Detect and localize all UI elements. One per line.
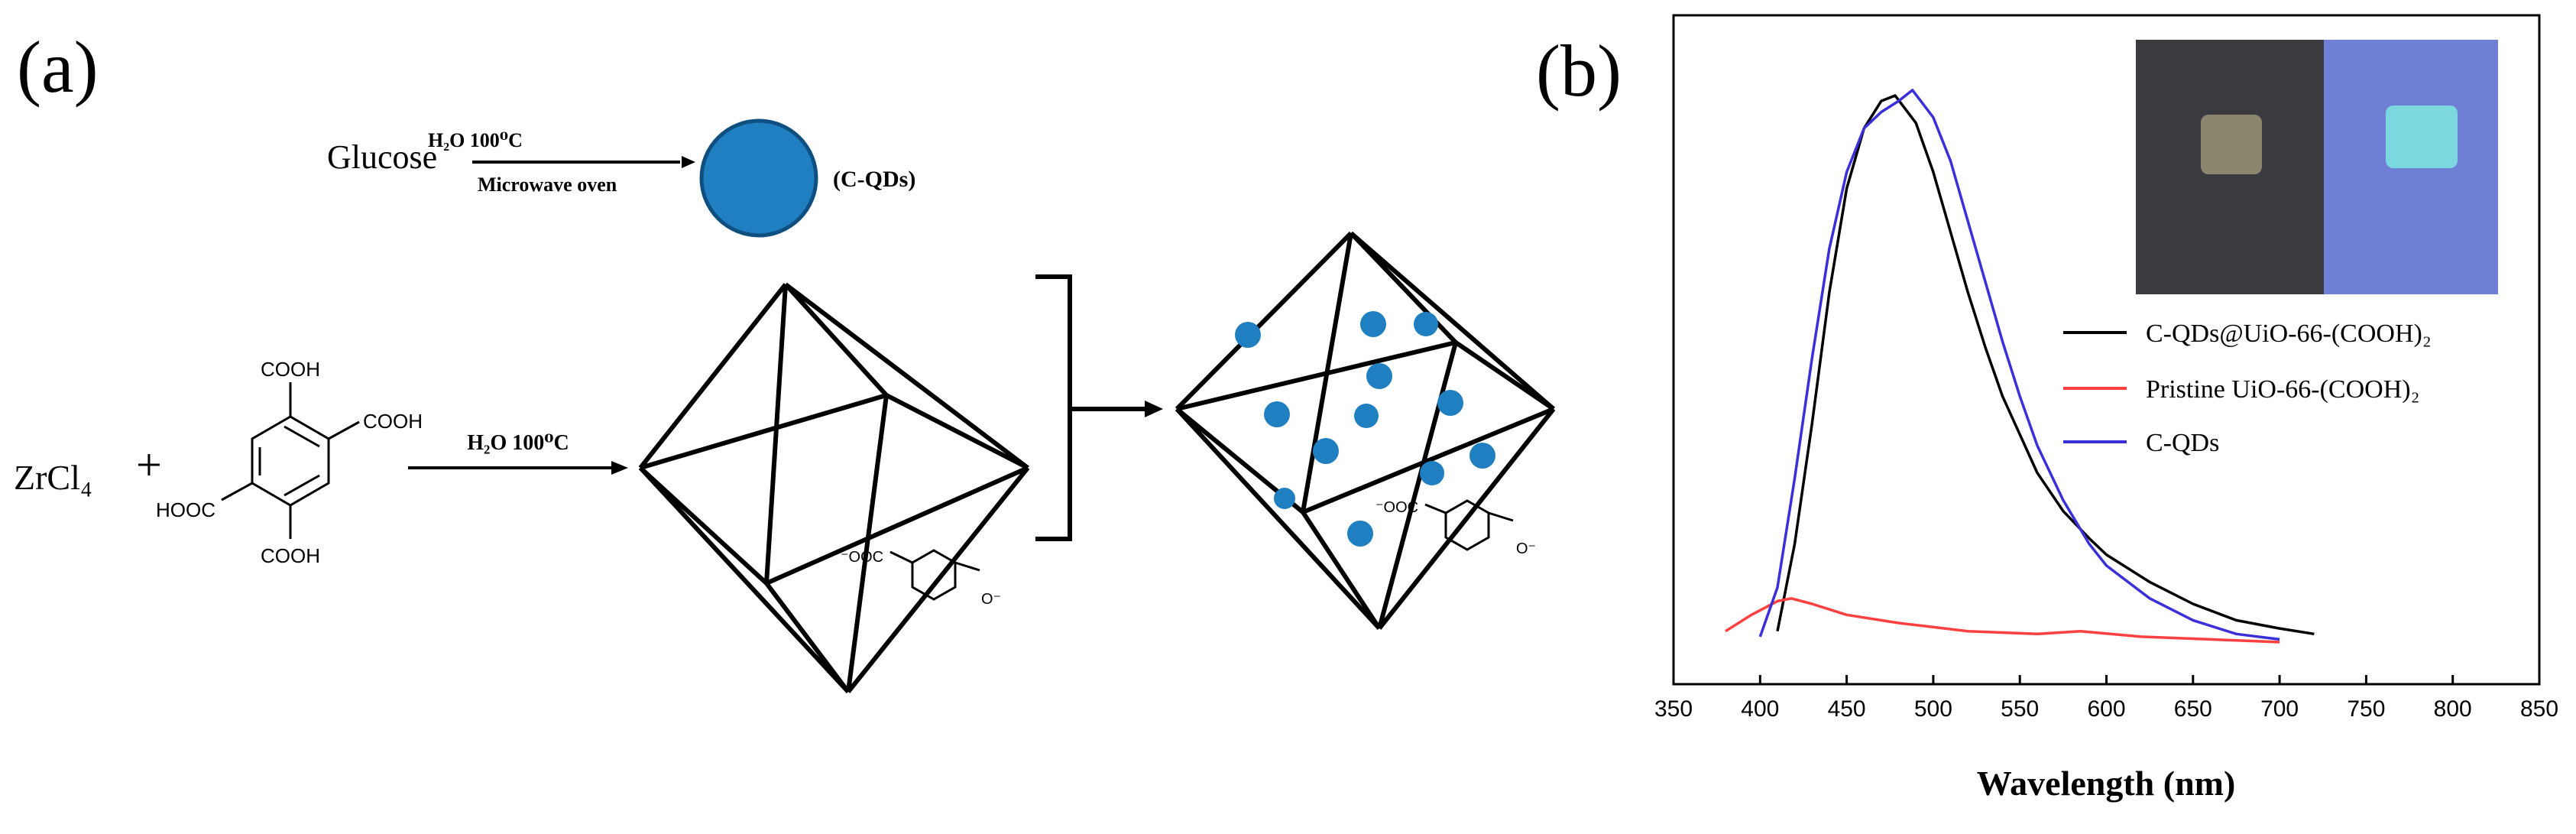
inset-photo bbox=[2136, 40, 2498, 294]
ligand-fragment-1 bbox=[889, 549, 980, 601]
legend-label: C-QDs@UiO-66-(COOH)₂ bbox=[2146, 320, 2432, 348]
linker-cooh-top: COOH bbox=[261, 358, 320, 381]
x-tick-label: 450 bbox=[1828, 696, 1866, 722]
linker-molecule bbox=[221, 382, 360, 539]
x-tick-label: 350 bbox=[1654, 696, 1693, 722]
series-line-0 bbox=[1776, 94, 2315, 636]
ligand-ooc-label-1: ⁻OOC bbox=[841, 549, 883, 566]
x-tick-label: 550 bbox=[2001, 696, 2039, 722]
plus-sign: + bbox=[136, 440, 162, 490]
panel-b-label: (b) bbox=[1536, 30, 1622, 112]
ligand-o-label-2: O⁻ bbox=[1516, 540, 1536, 557]
encapsulated-quantum-dots bbox=[1235, 311, 1495, 547]
cqds-label: (C-QDs) bbox=[833, 167, 915, 192]
panel-a-label: (a) bbox=[17, 26, 99, 108]
series-layer bbox=[1725, 89, 2315, 644]
mof-condition: H₂O 100⁰C bbox=[467, 431, 569, 455]
bracket bbox=[1035, 274, 1072, 541]
inset-sample-uv bbox=[2386, 105, 2458, 168]
octahedron-pristine bbox=[638, 282, 1030, 694]
inset-sample-daylight bbox=[2201, 115, 2262, 174]
panel-a-scheme: (a) Glucose H₂O 100⁰C Microwave oven (C-… bbox=[14, 26, 1556, 694]
x-tick-label: 700 bbox=[2260, 696, 2299, 722]
microwave-condition-top: H₂O 100⁰C bbox=[428, 129, 523, 151]
linker-hooc-left: HOOC bbox=[156, 498, 215, 521]
x-tick-label: 500 bbox=[1914, 696, 1952, 722]
zrcl4-label: ZrCl₄ bbox=[14, 458, 92, 497]
carbon-quantum-dot bbox=[699, 118, 818, 238]
octahedron-cqds-loaded bbox=[1175, 231, 1556, 631]
glucose-label: Glucose bbox=[327, 138, 437, 176]
x-axis-ticks: 350 400 450 500 550 600 650 700 750 800 850 bbox=[1654, 675, 2558, 722]
synthesis-arrowhead-2 bbox=[611, 461, 628, 475]
linker-cooh-bottom: COOH bbox=[261, 544, 320, 567]
linker-cooh-right: COOH bbox=[363, 410, 423, 433]
synthesis-step-cqds: Glucose H₂O 100⁰C Microwave oven (C-QDs) bbox=[327, 118, 915, 238]
panel-b-chart: (b) 350 400 450 500 550 600 650 700 750 800 850 C-… bbox=[1536, 14, 2558, 803]
series-line-1 bbox=[1725, 597, 2280, 644]
x-tick-label: 650 bbox=[2174, 696, 2212, 722]
x-tick-label: 850 bbox=[2520, 696, 2558, 722]
x-axis-title: Wavelength (nm) bbox=[1977, 764, 2236, 803]
ligand-fragment-2 bbox=[1424, 499, 1514, 551]
microwave-condition-bottom: Microwave oven bbox=[478, 174, 617, 196]
legend: C-QDs@UiO-66-(COOH)₂ Pristine UiO-66-(COO… bbox=[2063, 320, 2432, 457]
legend-label: Pristine UiO-66-(COOH)₂ bbox=[2146, 375, 2419, 404]
synthesis-step-mof: ZrCl₄ + COOH COOH HOOC COOH H₂O 100⁰C bbox=[14, 358, 628, 567]
synthesis-arrowhead-1 bbox=[682, 156, 695, 168]
x-tick-label: 400 bbox=[1741, 696, 1779, 722]
legend-label: C-QDs bbox=[2146, 429, 2219, 457]
ligand-o-label-1: O⁻ bbox=[981, 591, 1001, 608]
x-tick-label: 800 bbox=[2434, 696, 2472, 722]
x-tick-label: 750 bbox=[2347, 696, 2385, 722]
ligand-ooc-label-2: ⁻OOC bbox=[1375, 499, 1418, 516]
x-tick-label: 600 bbox=[2087, 696, 2125, 722]
encapsulation-arrowhead bbox=[1145, 401, 1163, 417]
series-line-2 bbox=[1758, 89, 2280, 641]
